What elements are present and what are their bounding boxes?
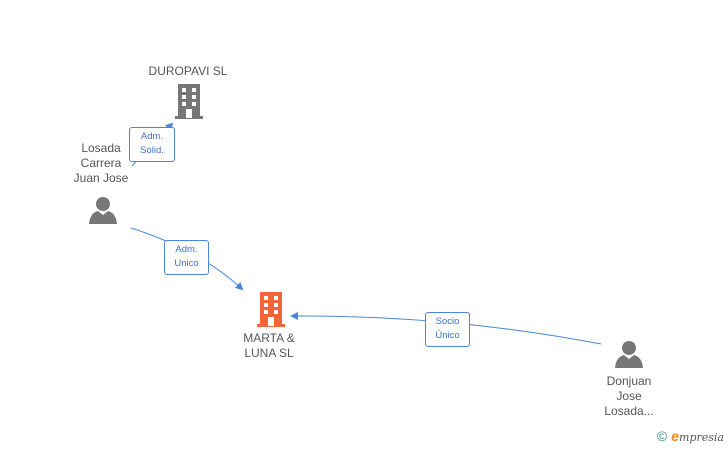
person-icon[interactable] bbox=[88, 196, 118, 224]
edge-label-adm-unico[interactable]: Adm. Unico bbox=[164, 240, 209, 275]
edge-label-adm-solid[interactable]: Adm. Solid. bbox=[129, 127, 175, 162]
company-name-duropavi[interactable]: DUROPAVI SL bbox=[148, 64, 228, 78]
brand-logo: empresia bbox=[671, 428, 724, 444]
building-icon[interactable] bbox=[172, 82, 206, 120]
building-icon[interactable] bbox=[254, 290, 288, 328]
person-icon[interactable] bbox=[614, 340, 644, 368]
edge-label-socio-unico[interactable]: Socio Único bbox=[425, 312, 470, 347]
person-name-donjuan[interactable]: Donjuan Jose Losada... bbox=[604, 374, 654, 418]
brand-footer[interactable]: © empresia bbox=[657, 428, 724, 444]
copyright-icon: © bbox=[656, 428, 668, 444]
person-name-losada-carrera[interactable]: Losada Carrera Juan Jose bbox=[73, 141, 129, 185]
company-name-marta-luna[interactable]: MARTA & LUNA SL bbox=[243, 331, 295, 360]
